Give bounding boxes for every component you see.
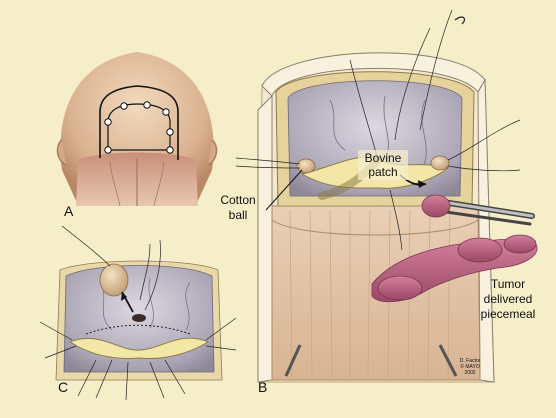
- panel-b-operative-view: [235, 9, 538, 383]
- panel-c-letter: C: [58, 379, 68, 395]
- threads-c: [39, 225, 237, 401]
- cotton-ball-left: [296, 158, 316, 174]
- incision-line: [99, 85, 179, 160]
- tumor-pieces: [371, 194, 538, 303]
- credit-line-3: 2002: [464, 370, 475, 376]
- ears: [56, 139, 218, 166]
- label-cotton-ball-1: Cotton: [220, 193, 255, 207]
- credit-line-1: D. Factor: [460, 358, 481, 364]
- craniotomy-outline: [107, 103, 171, 151]
- label-bovine-2: patch: [368, 165, 397, 179]
- label-tumor-2: delivered: [484, 292, 533, 306]
- dural-opening: [132, 314, 146, 322]
- label-tumor-3: piecemeal: [481, 307, 536, 321]
- credit-line-2: © MAYO: [460, 363, 480, 370]
- retractor-hook-left: [284, 344, 302, 377]
- label-tumor-1: Tumor: [491, 277, 525, 291]
- cotton-ball-c: [99, 263, 129, 297]
- bovine-patch-closed: [68, 337, 210, 359]
- retractor-hook-right: [438, 344, 458, 377]
- panel-a-head: A: [56, 52, 218, 219]
- panel-c-dura: C: [39, 225, 237, 401]
- panel-b-letter: B: [258, 379, 267, 395]
- annotation-labels: Cotton ball Bovine patch Tumor delivered…: [220, 150, 535, 395]
- label-bovine-1: Bovine: [365, 151, 402, 165]
- cotton-ball-right: [430, 155, 450, 171]
- burr-holes: [104, 101, 174, 154]
- label-cotton-ball-2: ball: [229, 208, 248, 222]
- leader-cotton: [265, 169, 303, 211]
- suture-line: [85, 324, 191, 335]
- panel-a-letter: A: [64, 203, 74, 219]
